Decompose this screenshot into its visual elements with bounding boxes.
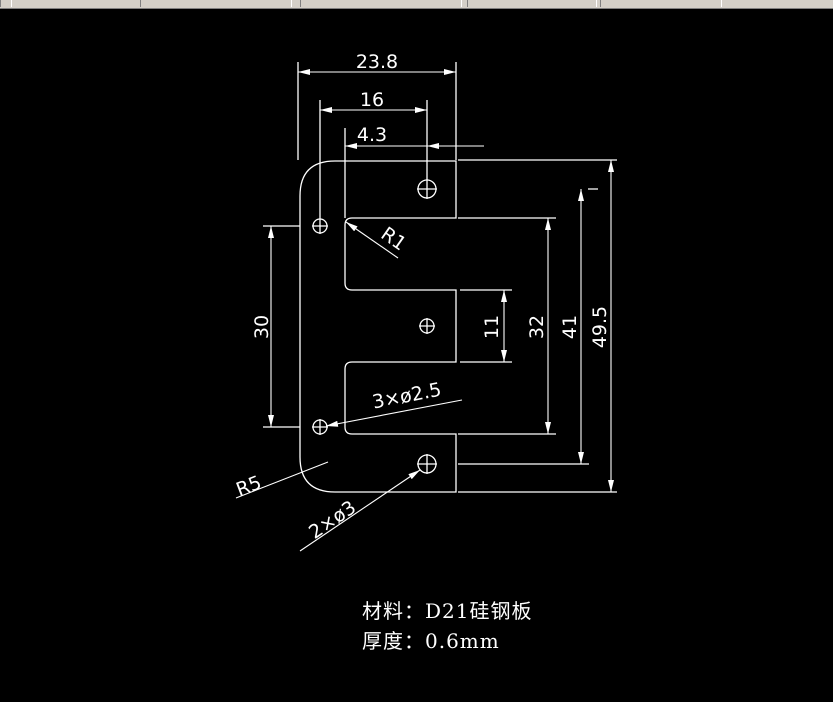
dim-slot-height: 41 — [559, 315, 581, 339]
dim-small-holes: 3×ø2.5 — [370, 379, 443, 414]
dim-overall-width: 23.8 — [356, 51, 398, 73]
dim-slot-offset: 4.3 — [357, 124, 387, 146]
toolbar-field[interactable] — [140, 0, 292, 7]
part-outline — [299, 160, 457, 493]
dim-large-holes: 2×ø3 — [305, 496, 360, 543]
cad-drawing: 23.8 16 4.3 R1 30 11 32 41 49.5 3×ø2.5 R… — [233, 51, 617, 552]
toolbar-icon[interactable] — [0, 0, 12, 7]
toolbar-strip — [0, 0, 833, 9]
dim-overall-height: 49.5 — [589, 306, 611, 348]
thickness-note: 厚度：0.6mm — [362, 629, 500, 653]
dim-inner-height: 32 — [526, 315, 548, 339]
dim-radius-inner: R1 — [377, 223, 410, 256]
dim-tab-height: 11 — [481, 315, 503, 339]
dim-height-left: 30 — [251, 315, 273, 339]
material-note: 材料：D21硅钢板 — [362, 599, 533, 623]
dim-hole-offset: 16 — [360, 89, 384, 111]
toolbar-field[interactable] — [600, 0, 722, 7]
toolbar-field[interactable] — [467, 0, 597, 7]
toolbar-field[interactable] — [300, 0, 462, 7]
